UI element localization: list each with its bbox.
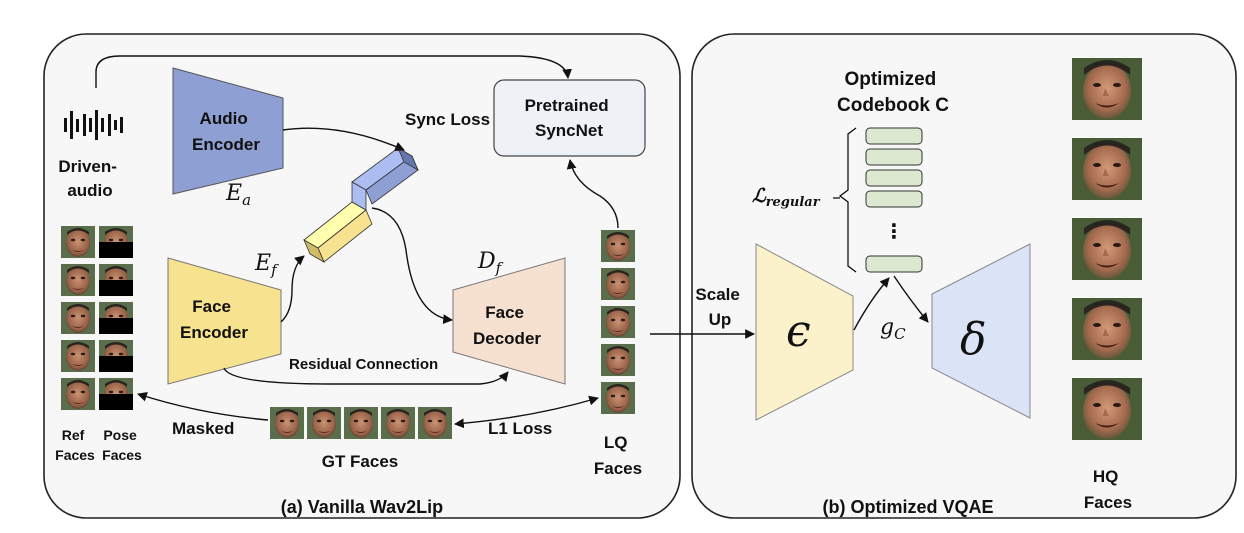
gc-symbol: gC [880,315,906,343]
ref-faces-column [61,226,95,410]
face-decoder-block [452,257,566,385]
audio-to-feature-arrow [282,127,405,151]
ref-face-5 [61,378,95,410]
blue-feature-bar [351,147,419,205]
face-encoder-to-feature-arrow [280,255,305,323]
vq-decoder-symbol: δ [960,314,987,365]
pose-mask-3 [99,318,133,334]
vq-encoder-symbol: ϵ [786,306,811,357]
lq-to-syncnet-arrow [566,159,619,229]
audio-waveform-icon [64,110,123,140]
pose-faces-column [99,226,133,410]
hq-face-3 [1072,218,1142,280]
codebook-dots: ⋮ [884,221,904,243]
codebook-to-decoder-arrow [893,275,929,323]
face-decoder-symbol: Df [477,249,504,277]
hq-face-1 [1072,58,1142,120]
codebook-title: Optimized Codebook C [837,69,949,116]
audio-to-syncnet-arrow [95,55,572,88]
ref-face-3 [61,302,95,334]
l1-loss-arrow [454,395,599,429]
l1-loss-label: L1 Loss [488,419,552,438]
face-encoder-symbol: Ef [254,251,279,279]
face-decoder-label: Face Decoder [473,303,541,348]
scale-up-label: Scale Up [695,285,744,329]
audio-encoder-block [172,67,284,195]
masked-label: Masked [172,419,234,438]
codebook-entry-3 [865,169,923,187]
codebook-entry-last [865,255,923,273]
l-regular-label: ℒregular [752,185,821,210]
ref-face-1 [61,226,95,258]
masked-arrow [137,392,269,421]
lq-faces-column [601,230,635,414]
feature-to-decoder-arrow [371,207,453,324]
hq-faces-column [1072,58,1142,440]
pose-mask-2 [99,280,133,296]
residual-connection-arrow [223,367,509,385]
residual-connection-label: Residual Connection [289,356,438,373]
lq-faces-label: LQ Faces [594,433,642,478]
audio-encoder-symbol: Ea [225,181,251,209]
driven-audio-label: Driven- audio [58,157,121,200]
codebook-entry-4 [865,190,923,208]
hq-face-4 [1072,298,1142,360]
caption-optimized-vqae: (b) Optimized VQAE [823,497,994,517]
pose-faces-label: Pose Faces [102,427,142,463]
codebook-entry-2 [865,148,923,166]
encoder-to-codebook-arrow [853,277,890,331]
ref-faces-label: Ref Faces [55,427,95,463]
yellow-feature-bar [303,181,373,263]
audio-encoder-label: Audio Encoder [192,109,260,154]
vq-encoder-block [755,243,854,421]
gt-faces-row [270,407,452,439]
ref-face-2 [61,264,95,296]
pose-mask-1 [99,242,133,258]
syncnet-label: Pretrained SyncNet [525,96,614,140]
codebook-entries [865,127,923,273]
ref-face-4 [61,340,95,372]
caption-vanilla-wav2lip: (a) Vanilla Wav2Lip [281,497,443,517]
vq-decoder-block [931,243,1031,419]
face-encoder-block [167,257,282,385]
codebook-entry-1 [865,127,923,145]
hq-faces-label: HQ Faces [1084,467,1132,512]
hq-face-5 [1072,378,1142,440]
pose-mask-5 [99,394,133,410]
hq-face-2 [1072,138,1142,200]
face-encoder-label: Face Encoder [180,297,248,342]
syncnet-box [493,79,646,157]
pose-mask-4 [99,356,133,372]
gt-faces-label: GT Faces [322,452,399,471]
sync-loss-label: Sync Loss [405,110,490,129]
codebook-brace [838,127,857,273]
